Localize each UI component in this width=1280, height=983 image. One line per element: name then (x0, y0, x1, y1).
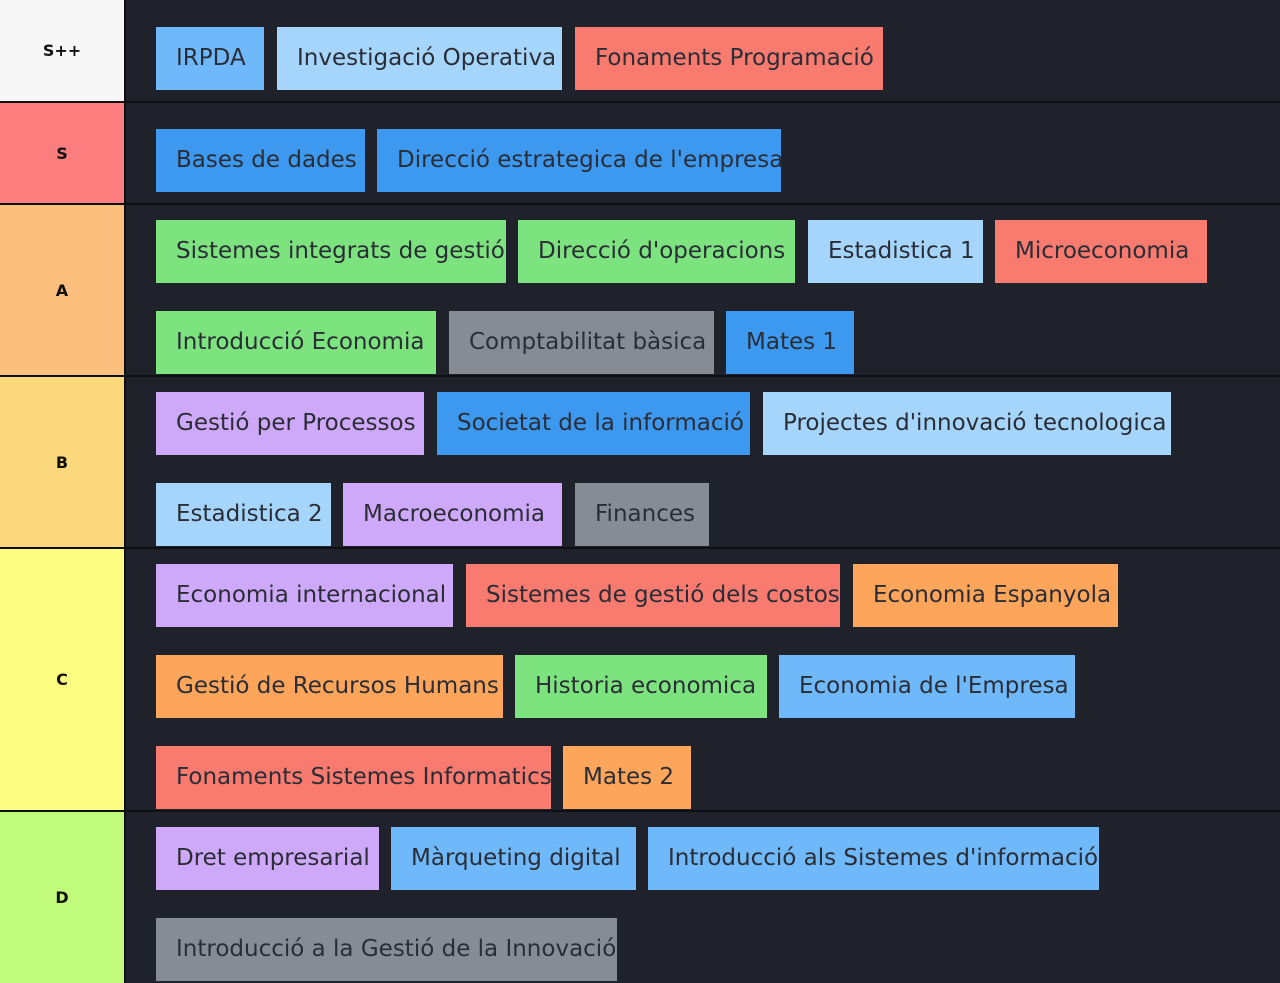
tier-divider (0, 810, 1280, 812)
tier-item[interactable]: Direcció estrategica de l'empresa (377, 129, 783, 192)
tier-row-b: B Gestió per Processos Societat de la in… (0, 377, 1280, 547)
tier-label-b: B (0, 377, 124, 547)
tier-item[interactable]: Gestió de Recursos Humans (156, 655, 503, 718)
tier-divider (0, 203, 1280, 205)
tier-item[interactable]: Mates 1 (726, 311, 854, 374)
tier-item[interactable]: Bases de dades (156, 129, 365, 192)
tier-divider (0, 101, 1280, 103)
tier-item[interactable]: Sistemes de gestió dels costos (466, 564, 840, 627)
tier-row-a: A Sistemes integrats de gestió Direcció … (0, 205, 1280, 375)
tier-label-splusplus: S++ (0, 0, 124, 101)
tier-item[interactable]: Estadistica 1 (808, 220, 983, 283)
tier-item[interactable]: Estadistica 2 (156, 483, 331, 546)
tier-label-c: C (0, 549, 124, 810)
tier-item[interactable]: Comptabilitat bàsica (449, 311, 714, 374)
tier-item[interactable]: Microeconomia (995, 220, 1207, 283)
tier-row-c: C Economia internacional Sistemes de ges… (0, 549, 1280, 810)
tier-row-s: S Bases de dades Direcció estrategica de… (0, 103, 1280, 203)
tier-item[interactable]: Investigació Operativa (277, 27, 562, 90)
tier-item[interactable]: Historia economica (515, 655, 767, 718)
tier-item[interactable]: Direcció d'operacions (518, 220, 795, 283)
tier-item[interactable]: IRPDA (156, 27, 264, 90)
tier-item[interactable]: Fonaments Sistemes Informatics (156, 746, 552, 809)
tier-label-a: A (0, 205, 124, 375)
tier-divider (0, 375, 1280, 377)
tier-item[interactable]: Economia Espanyola (853, 564, 1118, 627)
tier-item[interactable]: Introducció Economia (156, 311, 436, 374)
tier-item[interactable]: Economia de l'Empresa (779, 655, 1075, 718)
tier-item[interactable]: Fonaments Programació (575, 27, 883, 90)
tier-item[interactable]: Projectes d'innovació tecnologica (763, 392, 1171, 455)
tier-label-s: S (0, 103, 124, 203)
tier-label-separator (124, 0, 126, 983)
tier-label-d: D (0, 812, 124, 983)
tier-item[interactable]: Mates 2 (563, 746, 691, 809)
tier-item[interactable]: Introducció als Sistemes d'informació (648, 827, 1099, 890)
tier-row-d: D Dret empresarial Màrqueting digital In… (0, 812, 1280, 983)
tier-item[interactable]: Macroeconomia (343, 483, 562, 546)
tier-item[interactable]: Economia internacional (156, 564, 453, 627)
tier-item[interactable]: Dret empresarial (156, 827, 379, 890)
tier-item[interactable]: Finances (575, 483, 709, 546)
tier-item[interactable]: Màrqueting digital (391, 827, 636, 890)
tier-divider (0, 547, 1280, 549)
tier-row-splusplus: S++ IRPDA Investigació Operativa Fonamen… (0, 0, 1280, 101)
tier-item[interactable]: Introducció a la Gestió de la Innovació (156, 918, 617, 981)
tier-item[interactable]: Gestió per Processos (156, 392, 424, 455)
tier-item[interactable]: Sistemes integrats de gestió (156, 220, 506, 283)
tier-item[interactable]: Societat de la informació (437, 392, 750, 455)
